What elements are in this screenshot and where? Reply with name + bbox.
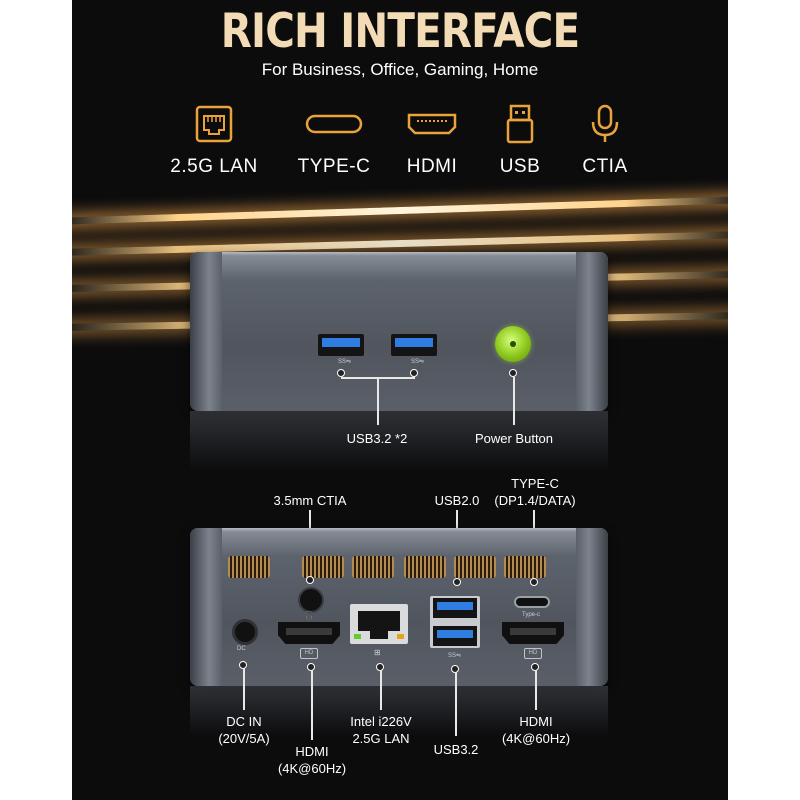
callout-line xyxy=(535,670,537,710)
usb2-label: USB2.0 xyxy=(434,493,480,508)
usb32-front-label: USB3.2 *2 xyxy=(346,431,408,446)
hdmi-port-1 xyxy=(278,622,340,644)
back-panel: 🎧 DC HD ⊞ SS⇋ Type-c HD xyxy=(190,528,608,686)
hdmi1-label-line2: (4K@60Hz) xyxy=(277,761,347,776)
port-item-hdmi: HDMI xyxy=(372,104,492,178)
back-reflection xyxy=(190,686,608,736)
hd-mark-1: HD xyxy=(300,648,318,659)
light-streak xyxy=(72,196,728,225)
usb-ss-mark: SS⇋ xyxy=(448,653,462,659)
dc-in-label-line2: (20V/5A) xyxy=(218,731,270,746)
ctia-label: 3.5mm CTIA xyxy=(273,493,347,508)
callout-line xyxy=(455,672,457,736)
front-usb-mark-2: SS⇋ xyxy=(411,359,425,365)
vent xyxy=(404,556,446,578)
network-icon: ⊞ xyxy=(374,648,381,657)
port-item-usb: USB xyxy=(460,104,580,178)
callout-line xyxy=(380,670,382,710)
usb-icon xyxy=(506,104,534,144)
hdmi2-label-line1: HDMI xyxy=(519,714,553,729)
vent xyxy=(504,556,546,578)
port-label-ctia: CTIA xyxy=(582,156,628,177)
product-panel: RICH INTERFACE For Business, Office, Gam… xyxy=(72,0,728,800)
microphone-icon xyxy=(591,104,619,142)
typec-label-line1: TYPE-C xyxy=(511,476,559,491)
hdmi1-label-line1: HDMI xyxy=(295,744,329,759)
power-button-label: Power Button xyxy=(474,431,554,446)
usb-stack xyxy=(430,596,480,648)
vent xyxy=(302,556,344,578)
callout-dot xyxy=(530,578,538,586)
callout-dot xyxy=(453,578,461,586)
hd-mark-2: HD xyxy=(524,648,542,659)
audio-jack xyxy=(298,587,324,613)
lan-label-line1: Intel i226V xyxy=(350,714,412,729)
port-label-typec: TYPE-C xyxy=(297,156,371,177)
dc-in-port xyxy=(232,619,258,645)
callout-dot xyxy=(509,369,517,377)
callout-line xyxy=(513,377,515,425)
callout-dot xyxy=(337,369,345,377)
usb32-back-label: USB3.2 xyxy=(433,742,479,757)
vent xyxy=(228,556,270,578)
port-label-hdmi: HDMI xyxy=(406,156,458,177)
power-button[interactable] xyxy=(495,326,531,362)
front-usb-port-1 xyxy=(318,334,364,356)
typec-port xyxy=(514,596,550,608)
dc-in-label-line1: DC IN xyxy=(226,714,262,729)
port-item-typec: TYPE-C xyxy=(274,104,394,178)
front-panel: SS⇋ SS⇋ xyxy=(190,252,608,411)
typec-mark: Type-c xyxy=(522,612,541,618)
front-usb-port-2 xyxy=(391,334,437,356)
port-item-ctia: CTIA xyxy=(545,104,665,178)
callout-line xyxy=(311,670,313,740)
hdmi-port-2 xyxy=(502,622,564,644)
page-subtitle: For Business, Office, Gaming, Home xyxy=(261,60,539,79)
headphone-icon: 🎧 xyxy=(304,611,314,620)
callout-line xyxy=(243,668,245,710)
hdmi-icon xyxy=(407,113,457,135)
hdmi2-label-line2: (4K@60Hz) xyxy=(501,731,571,746)
front-reflection xyxy=(190,411,608,471)
vent xyxy=(352,556,394,578)
vent xyxy=(454,556,496,578)
callout-line xyxy=(377,377,379,425)
typec-label-line2: (DP1.4/DATA) xyxy=(494,493,576,508)
dc-mark: DC xyxy=(237,646,246,652)
callout-dot xyxy=(306,576,314,584)
lan-port xyxy=(350,604,408,644)
type-c-icon xyxy=(305,114,363,134)
port-label-lan: 2.5G LAN xyxy=(170,156,258,177)
callout-dot xyxy=(410,369,418,377)
port-item-lan: 2.5G LAN xyxy=(154,104,274,178)
page-title: RICH INTERFACE xyxy=(220,4,580,59)
port-label-usb: USB xyxy=(499,156,541,177)
lan-label-line2: 2.5G LAN xyxy=(352,731,410,746)
ethernet-icon xyxy=(195,105,233,143)
front-usb-mark-1: SS⇋ xyxy=(338,359,352,365)
